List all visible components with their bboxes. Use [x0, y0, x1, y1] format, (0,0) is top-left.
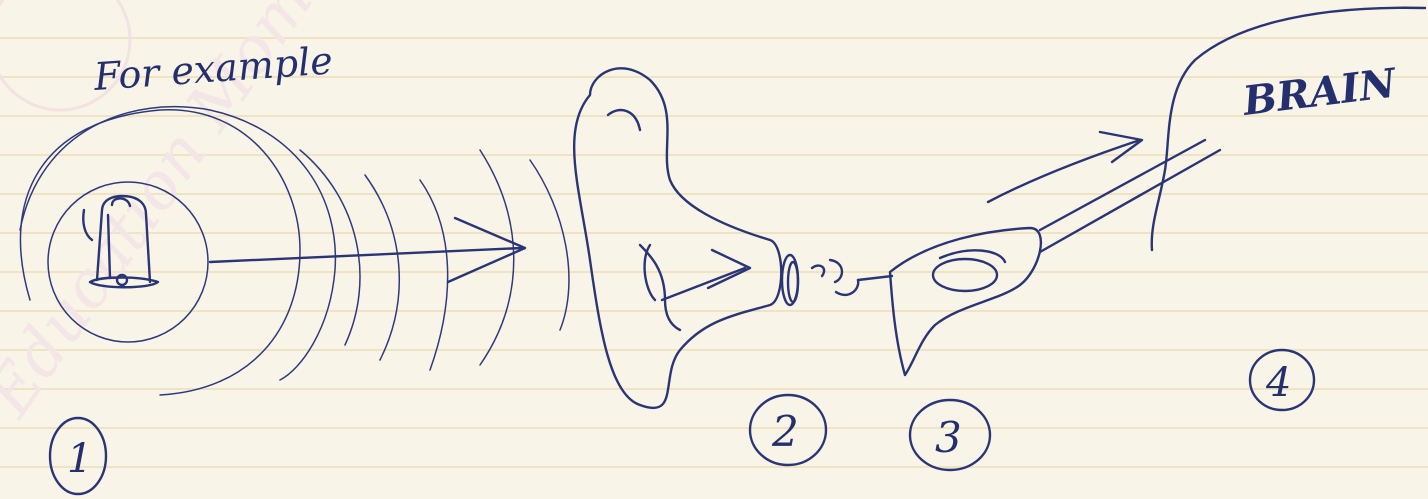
stage-2-label: 2 [771, 407, 799, 456]
stage-4-marker: 4 [1250, 350, 1314, 410]
sound-arrow [210, 218, 525, 282]
nerve-arrow [988, 132, 1142, 202]
brain-outline: BRAIN [1152, 8, 1425, 250]
stage-1-marker: 1 [50, 418, 106, 494]
outer-ear-icon [574, 68, 781, 408]
stage-3-label: 3 [935, 413, 962, 462]
brain-label: BRAIN [1239, 59, 1399, 125]
stage-3-marker: 3 [910, 400, 990, 470]
stage-2-marker: 2 [750, 395, 826, 465]
eardrum-icon [782, 255, 892, 305]
caption-text: For example [92, 38, 334, 99]
cochlea-icon [890, 140, 1220, 375]
stage-4-label: 4 [1265, 360, 1291, 406]
stage-1-label: 1 [67, 436, 92, 482]
